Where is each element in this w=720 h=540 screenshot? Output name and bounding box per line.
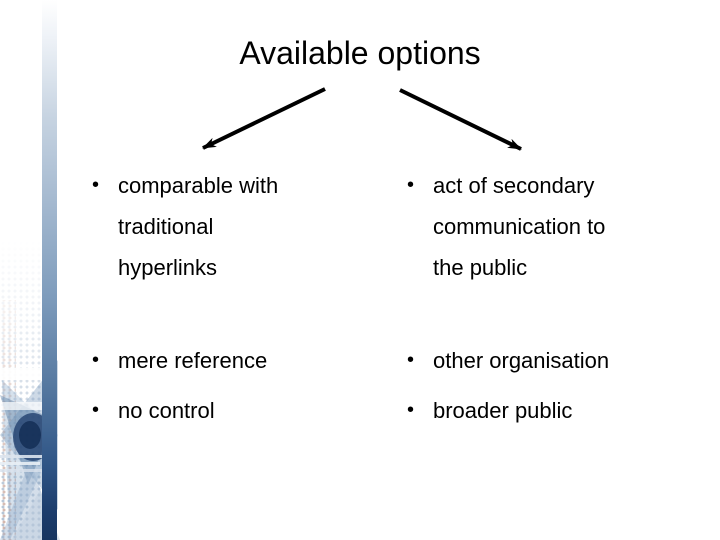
sidebar-dot-grid xyxy=(0,240,42,540)
list-item: • act of secondary communication to the … xyxy=(407,165,697,288)
list-item: • other organisation xyxy=(407,340,697,381)
list-item-label: mere reference xyxy=(118,348,268,373)
list-item: • mere reference xyxy=(92,340,352,381)
sidebar-dot-fade xyxy=(0,240,42,540)
list-item-label: other organisation xyxy=(433,348,610,373)
bullet-icon: • xyxy=(407,349,415,371)
split-arrows xyxy=(202,87,522,151)
sidebar-vertical-bar xyxy=(42,0,57,540)
list-item-label: act of secondary communication to the pu… xyxy=(433,173,606,280)
list-item: • broader public xyxy=(407,390,697,431)
list-item-label: broader public xyxy=(433,398,573,423)
list-item-label: comparable with traditional hyperlinks xyxy=(118,173,279,280)
bullet-icon: • xyxy=(407,399,415,421)
bullet-icon: • xyxy=(92,349,100,371)
page-title: Available options xyxy=(239,35,481,71)
arrow-left xyxy=(202,87,326,150)
list-item-label: no control xyxy=(118,398,215,423)
list-item: • no control xyxy=(92,390,352,431)
bullet-icon: • xyxy=(407,174,415,196)
right-column-list: • act of secondary communication to the … xyxy=(407,165,697,431)
arrow-right xyxy=(399,88,522,151)
bullet-icon: • xyxy=(92,399,100,421)
list-item: • comparable with traditional hyperlinks xyxy=(92,165,352,288)
bullet-icon: • xyxy=(92,174,100,196)
decorative-sidebar xyxy=(0,0,60,540)
left-column-list: • comparable with traditional hyperlinks… xyxy=(92,165,352,431)
